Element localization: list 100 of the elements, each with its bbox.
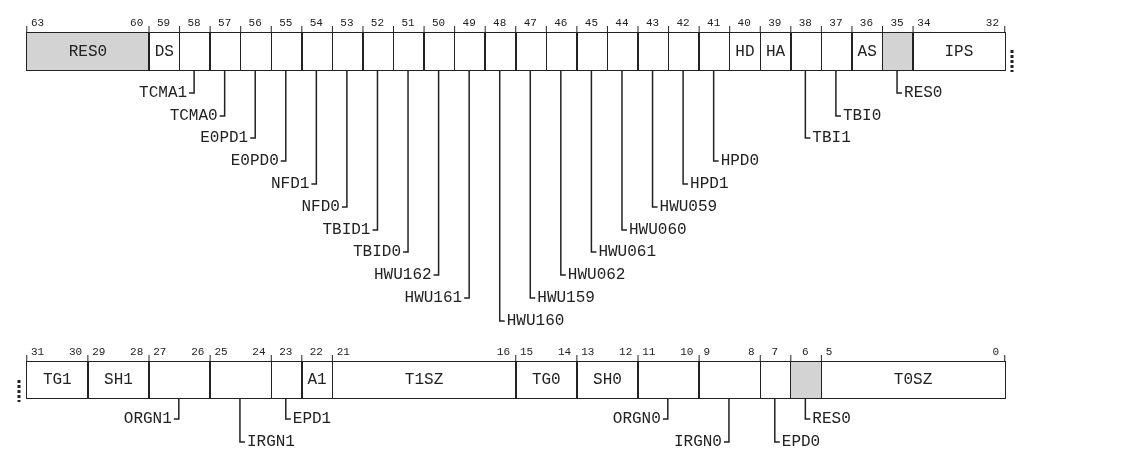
field-label: TCMA1 — [139, 83, 188, 103]
bit-number: 36 — [859, 17, 874, 29]
leader-line — [682, 70, 689, 185]
leader-line — [723, 398, 730, 443]
bit-number: 52 — [370, 17, 385, 29]
field-label: HWU159 — [537, 288, 595, 308]
leader-line — [560, 70, 567, 276]
bit-field — [423, 32, 456, 71]
field-name: IPS — [944, 42, 974, 61]
bit-number: 25 — [214, 346, 228, 358]
bit-number: 29 — [92, 346, 106, 358]
bit-field — [148, 361, 211, 399]
leader-line — [662, 398, 669, 420]
field-label: HWU062 — [567, 265, 626, 285]
bit-number: 32 — [985, 17, 999, 29]
field-label: HWU161 — [404, 288, 463, 308]
bit-field — [270, 361, 303, 399]
bit-field — [270, 32, 303, 71]
bit-number: 49 — [462, 17, 476, 29]
bit-number: 58 — [187, 17, 201, 29]
bit-field — [362, 32, 395, 71]
field-label: IRGN0 — [673, 432, 722, 452]
reserved-bit-field — [26, 32, 150, 71]
bit-number: 34 — [917, 17, 931, 29]
bit-field — [331, 361, 517, 399]
field-label: EPD1 — [292, 409, 332, 429]
bit-field — [515, 32, 548, 71]
leader-line — [341, 70, 348, 208]
bit-number: 24 — [252, 346, 266, 358]
leader-line — [651, 70, 659, 208]
bit-number: 28 — [130, 346, 144, 358]
field-label: E0PD0 — [230, 151, 279, 171]
bit-number: 8 — [747, 346, 755, 358]
field-label: HPD0 — [720, 151, 760, 171]
bit-number: 27 — [153, 346, 167, 358]
leader-line — [463, 70, 470, 299]
bit-number: 6 — [802, 346, 809, 358]
field-label: HPD1 — [690, 174, 729, 194]
leader-line — [529, 70, 537, 299]
bit-number: 15 — [520, 346, 534, 358]
field-label: TBID0 — [353, 242, 402, 262]
bit-field — [209, 32, 242, 71]
field-name: TG0 — [531, 371, 561, 389]
bit-number: 16 — [496, 346, 510, 358]
leader-line — [804, 398, 812, 420]
bit-number: 46 — [554, 17, 568, 29]
bit-number: 11 — [642, 346, 656, 358]
leader-line — [371, 70, 379, 231]
bit-field — [637, 32, 670, 71]
bit-number: 56 — [248, 17, 262, 29]
reserved-bit-field — [881, 32, 914, 71]
leader-line — [774, 398, 781, 443]
leader-line — [310, 70, 318, 185]
leader-line — [498, 70, 506, 322]
bit-number: 48 — [493, 17, 507, 29]
bit-field — [820, 32, 853, 71]
field-label: NFD0 — [301, 197, 340, 217]
bit-number: 12 — [619, 346, 633, 358]
field-label: ORGN0 — [612, 409, 661, 429]
field-label: HWU059 — [659, 197, 718, 217]
bit-field — [239, 32, 272, 71]
leader-line — [173, 398, 180, 420]
bit-number: 57 — [218, 17, 232, 29]
leader-line — [432, 70, 440, 276]
leader-line — [402, 70, 409, 253]
bit-field — [790, 32, 823, 71]
bit-number: 21 — [336, 346, 350, 358]
leader-line — [835, 70, 842, 117]
bit-field — [698, 32, 731, 71]
bit-field — [576, 361, 639, 399]
bit-field — [545, 32, 578, 71]
field-name: RES0 — [68, 42, 108, 61]
bit-number: 38 — [798, 17, 812, 29]
bit-number: 42 — [676, 17, 690, 29]
bit-number: 26 — [191, 346, 205, 358]
field-label: TBID1 — [322, 220, 371, 240]
bit-field — [912, 32, 1006, 71]
field-label: NFD1 — [270, 174, 310, 194]
leader-line — [249, 70, 256, 139]
bit-field — [453, 32, 486, 71]
bit-number: 40 — [737, 17, 751, 29]
bit-field — [148, 32, 181, 71]
bit-number: 31 — [31, 346, 45, 358]
leader-line — [712, 70, 720, 162]
bit-field — [301, 361, 334, 399]
reserved-bit-field — [790, 361, 823, 399]
bit-number: 39 — [768, 17, 782, 29]
bit-field — [515, 361, 578, 399]
field-label: TBI0 — [842, 106, 882, 126]
bit-field — [667, 32, 700, 71]
field-name: HD — [735, 42, 755, 61]
bit-field — [606, 32, 639, 71]
bit-field — [26, 361, 89, 399]
bit-field — [484, 32, 517, 71]
bit-number: 63 — [31, 17, 45, 29]
field-name: T1SZ — [404, 371, 444, 389]
field-name: HA — [765, 42, 786, 61]
bit-number: 54 — [309, 17, 323, 29]
bit-number: 60 — [130, 17, 144, 29]
bit-number: 0 — [992, 346, 999, 358]
